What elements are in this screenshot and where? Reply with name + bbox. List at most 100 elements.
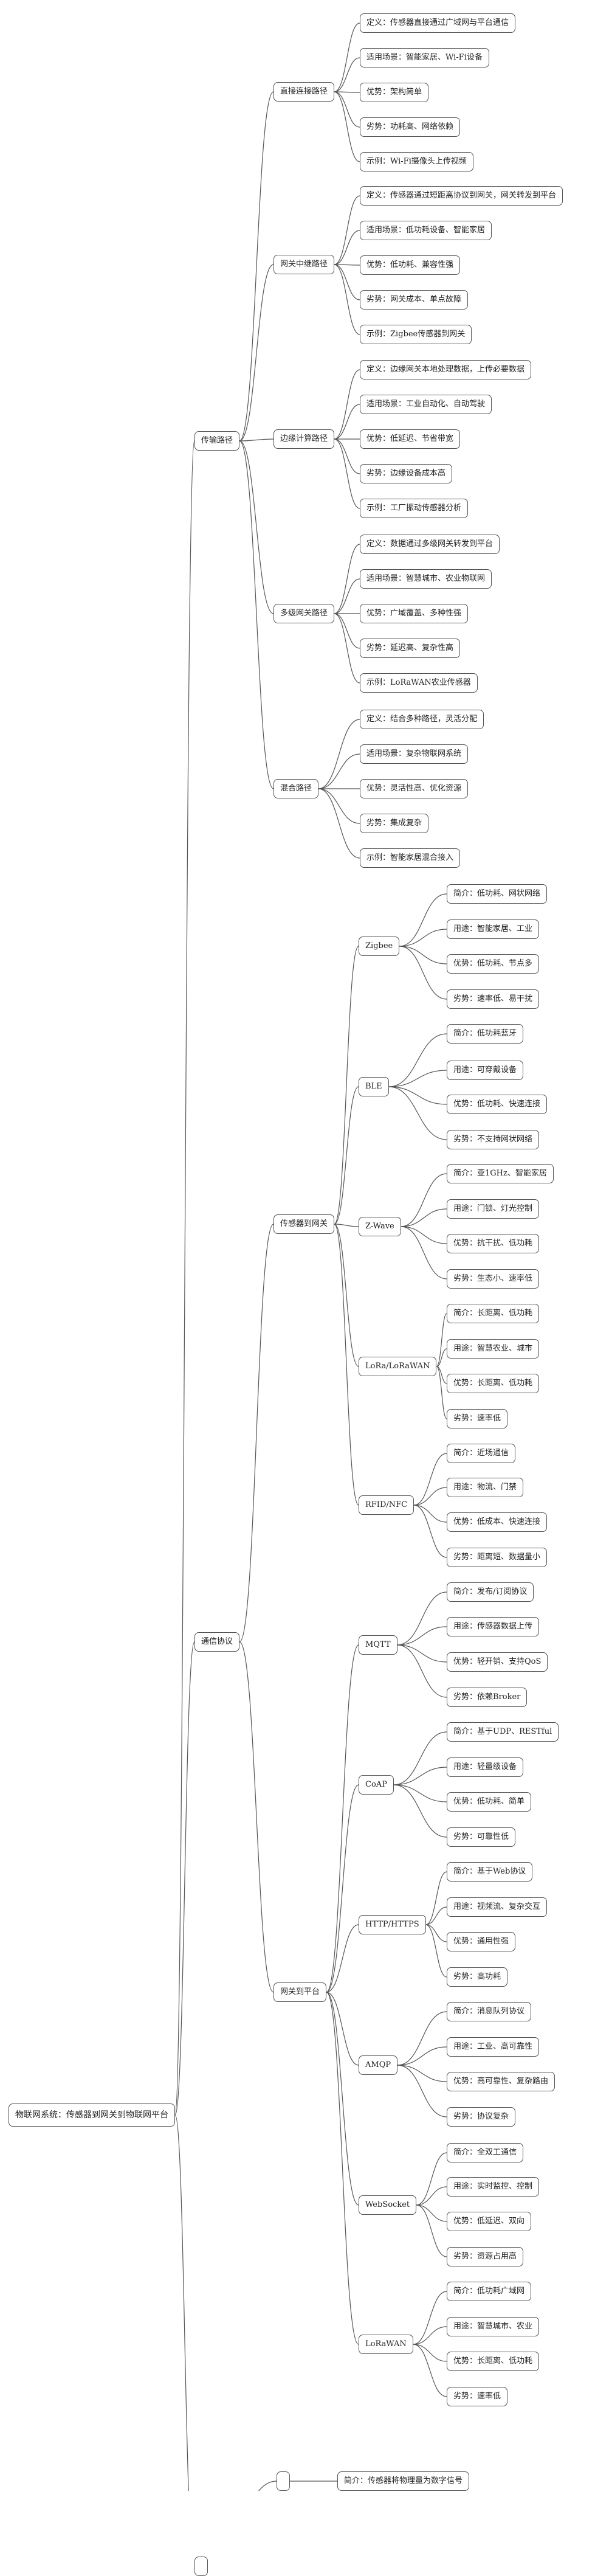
leaf-node[interactable]: 劣势：生态小、速率低 — [447, 1269, 540, 1289]
connector-line — [425, 1871, 447, 1925]
leaf-node[interactable]: 示例：Wi-Fi摄像头上传视频 — [360, 152, 473, 171]
leaf-node[interactable]: 优势：广域覆盖、多种性强 — [360, 604, 469, 623]
leaf-node[interactable]: 劣势：高功耗 — [447, 1967, 508, 1987]
branch-node-level-3[interactable]: MQTT — [359, 1635, 397, 1655]
leaf-node[interactable]: 定义：边缘网关本地处理数据，上传必要数据 — [360, 360, 532, 379]
leaf-node[interactable]: 优势：灵活性高、优化资源 — [360, 779, 469, 798]
leaf-node[interactable]: 简介：低功耗广域网 — [447, 2282, 532, 2301]
branch-node-level-3[interactable]: Zigbee — [359, 937, 400, 956]
leaf-node[interactable]: 定义：传感器通过短距离协议到网关，网关转发到平台 — [360, 186, 563, 206]
leaf-node[interactable]: 定义：传感器直接通过广域网与平台通信 — [360, 13, 516, 33]
branch-node-level-3[interactable]: WebSocket — [359, 2195, 417, 2215]
leaf-node[interactable]: 优势：低功耗、快速连接 — [447, 1095, 548, 1114]
leaf-node[interactable]: 劣势：距离短、数据量小 — [447, 1548, 548, 1567]
leaf-node[interactable]: 劣势：速率低 — [447, 1409, 508, 1428]
branch-node-level-2[interactable]: 边缘计算路径 — [273, 429, 335, 449]
connector-line — [326, 1992, 359, 2345]
leaf-node[interactable]: 简介：消息队列协议 — [447, 2002, 532, 2021]
leaf-node[interactable]: 简介：传感器将物理量为数字信号 — [337, 2471, 470, 2491]
leaf-node[interactable]: 简介：全双工通信 — [447, 2143, 524, 2162]
connector-line — [334, 91, 360, 162]
branch-node-level-3[interactable]: AMQP — [359, 2055, 398, 2075]
branch-node-level-1[interactable]: 通信协议 — [194, 1632, 240, 1652]
leaf-node[interactable]: 适用场景：工业自动化、自动驾驶 — [360, 395, 492, 414]
leaf-node[interactable]: 优势：长距离、低功耗 — [447, 2352, 540, 2371]
branch-node-level-3[interactable]: LoRa/LoRaWAN — [359, 1357, 437, 1376]
mind-map-canvas: 物联网系统：传感器到网关到物联网平台 传输路径 直接连接路径 定义：传感器直接通过广域… — [9, 13, 563, 2576]
leaf-node[interactable]: 用途：可穿戴设备 — [447, 1061, 524, 1080]
branch-node-level-2[interactable]: 网关到平台 — [273, 1982, 327, 2002]
branch-node-level-3[interactable]: HTTP/HTTPS — [359, 1915, 426, 1934]
leaf-node[interactable]: 优势：长距离、低功耗 — [447, 1374, 540, 1393]
leaf-node[interactable]: 用途：物流、门禁 — [447, 1478, 524, 1497]
leaf-node[interactable]: 劣势：速率低 — [447, 2387, 508, 2406]
leaf-node[interactable]: 劣势：依赖Broker — [447, 1688, 528, 1707]
branch-node-level-3[interactable]: LoRaWAN — [359, 2335, 413, 2354]
leaf-node[interactable]: 示例：LoRaWAN农业传感器 — [360, 673, 478, 693]
leaf-node[interactable]: 简介：低功耗蓝牙 — [447, 1024, 524, 1044]
leaf-node[interactable]: 用途：实时监控、控制 — [447, 2177, 540, 2197]
branch-node-level-2[interactable]: 直接连接路径 — [273, 82, 335, 102]
leaf-node[interactable]: 劣势：速率低、易干扰 — [447, 989, 540, 1009]
branch-node-level-2[interactable]: 网关中继路径 — [273, 255, 335, 274]
leaf-node[interactable]: 用途：智慧城市、农业 — [447, 2317, 540, 2336]
leaf-node[interactable]: 优势：低延迟、双向 — [447, 2212, 532, 2231]
leaf-node[interactable]: 劣势：资源占用高 — [447, 2247, 524, 2266]
leaf-node[interactable]: 适用场景：智能家居、Wi-Fi设备 — [360, 48, 489, 68]
leaf-node[interactable]: 适用场景：智慧城市、农业物联网 — [360, 569, 492, 589]
leaf-node[interactable]: 适用场景：低功耗设备、智能家居 — [360, 221, 492, 240]
leaf-node[interactable]: 简介：低功耗、网状网络 — [447, 884, 548, 904]
leaf-node[interactable]: 劣势：不支持网状网络 — [447, 1130, 540, 1149]
leaf-node[interactable]: 优势：通用性强 — [447, 1932, 516, 1951]
leaf-node[interactable]: 劣势：网关成本、单点故障 — [360, 290, 469, 310]
leaf-node[interactable]: 优势：低成本、快速连接 — [447, 1512, 548, 1532]
leaf-node[interactable]: 用途：轻量级设备 — [447, 1757, 524, 1777]
leaf-node[interactable]: 劣势：可靠性低 — [447, 1827, 516, 1847]
root-node[interactable]: 物联网系统：传感器到网关到物联网平台 — [9, 2103, 175, 2127]
leaf-node[interactable]: 示例：工厂振动传感器分析 — [360, 499, 469, 518]
branch-node-level-2[interactable]: 混合路径 — [273, 779, 319, 798]
leaf-node[interactable]: 优势：低延迟、节省带宽 — [360, 429, 461, 449]
branch-node-level-2[interactable] — [277, 2471, 290, 2491]
connector-line — [397, 2065, 447, 2082]
leaf-node[interactable]: 优势：抗干扰、低功耗 — [447, 1234, 540, 1253]
leaf-node[interactable]: 简介：亚1GHz、智能家居 — [447, 1164, 554, 1183]
leaf-node[interactable]: 示例：智能家居混合接入 — [360, 848, 461, 868]
branch-node-level-3[interactable]: Z-Wave — [359, 1217, 401, 1236]
leaf-node[interactable]: 简介：基于UDP、RESTful — [447, 1722, 559, 1742]
branch-node-level-3[interactable]: RFID/NFC — [359, 1495, 414, 1515]
leaf-node[interactable]: 简介：发布/订阅协议 — [447, 1582, 534, 1602]
leaf-node[interactable]: 优势：高可靠性、复杂路由 — [447, 2072, 555, 2091]
leaf-node[interactable]: 劣势：功耗高、网络依赖 — [360, 117, 461, 137]
leaf-node[interactable]: 简介：近场通信 — [447, 1444, 516, 1463]
leaf-node[interactable]: 简介：基于Web协议 — [447, 1862, 533, 1882]
leaf-node[interactable]: 优势：低功耗、兼容性强 — [360, 255, 461, 275]
branch-node-level-3[interactable]: BLE — [359, 1077, 389, 1096]
leaf-node[interactable]: 示例：Zigbee传感器到网关 — [360, 325, 472, 344]
branch-node-level-1[interactable]: 传输路径 — [194, 431, 240, 451]
leaf-node[interactable]: 优势：架构简单 — [360, 83, 429, 102]
leaf-node[interactable]: 定义：数据通过多级网关转发到平台 — [360, 535, 500, 554]
leaf-node[interactable]: 简介：长距离、低功耗 — [447, 1304, 540, 1323]
leaf-node[interactable]: 用途：工业、高可靠性 — [447, 2037, 540, 2057]
leaf-node[interactable]: 定义：结合多种路径，灵活分配 — [360, 710, 484, 729]
branch-node-level-1[interactable] — [194, 2557, 208, 2576]
branch-node-level-2[interactable]: 多级网关路径 — [273, 604, 335, 623]
branch-node-level-3[interactable]: CoAP — [359, 1775, 394, 1795]
leaf-node[interactable]: 适用场景：复杂物联网系统 — [360, 744, 469, 764]
leaf-node[interactable]: 优势：轻开销、支持QoS — [447, 1652, 548, 1672]
connector-line — [334, 23, 360, 92]
connector-line — [401, 1208, 447, 1227]
leaf-node[interactable]: 劣势：协议复杂 — [447, 2107, 516, 2127]
leaf-node[interactable]: 用途：智慧农业、城市 — [447, 1339, 540, 1359]
leaf-node[interactable]: 优势：低功耗、简单 — [447, 1792, 532, 1812]
leaf-node[interactable]: 用途：门锁、灯光控制 — [447, 1199, 540, 1219]
branch-node-level-2[interactable]: 传感器到网关 — [273, 1214, 335, 1234]
leaf-node[interactable]: 优势：低功耗、节点多 — [447, 954, 540, 974]
leaf-node[interactable]: 用途：智能家居、工业 — [447, 919, 540, 939]
leaf-node[interactable]: 劣势：延迟高、复杂性高 — [360, 639, 461, 658]
leaf-node[interactable]: 用途：视频流、复杂交互 — [447, 1897, 548, 1917]
leaf-node[interactable]: 劣势：集成复杂 — [360, 814, 429, 833]
leaf-node[interactable]: 劣势：边缘设备成本高 — [360, 464, 453, 483]
leaf-node[interactable]: 用途：传感器数据上传 — [447, 1617, 540, 1636]
